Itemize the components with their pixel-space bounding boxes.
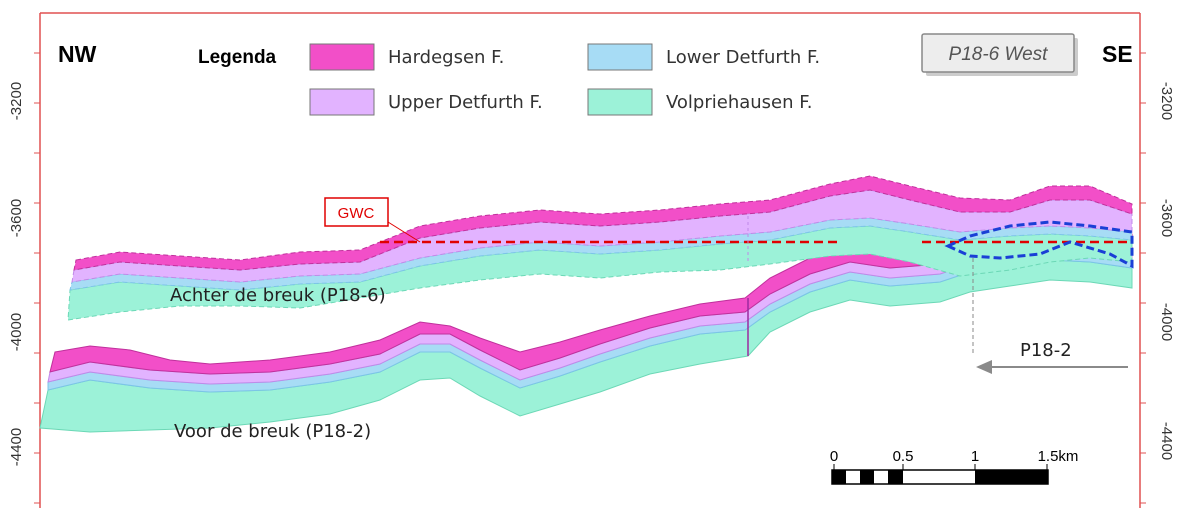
- left-tick-label: -3600: [8, 199, 25, 237]
- scale-tick-label: 0: [830, 448, 838, 465]
- gwc-callout-box: [324, 197, 389, 227]
- well-tag: P18-6 West: [921, 33, 1078, 76]
- p18-2-arrow-label: P18-2: [1020, 340, 1072, 361]
- legend-label-lower-detfurth: Lower Detfurth F.: [666, 47, 820, 68]
- se-label: SE: [1102, 41, 1133, 67]
- legend-label-upper-detfurth: Upper Detfurth F.: [388, 92, 543, 113]
- lower-block-label: Voor de breuk (P18-2): [174, 421, 371, 442]
- right-tick-label: -3600: [1158, 199, 1175, 237]
- legend-label-volpriehausen: Volpriehausen F.: [666, 92, 812, 113]
- gwc-callout-leader: [387, 221, 421, 243]
- gwc-label: GWC: [338, 205, 375, 222]
- legend-swatch-hardegsen: [309, 43, 375, 71]
- right-axis-ticks: [1140, 52, 1146, 504]
- right-tick-label: -4000: [1158, 303, 1175, 341]
- scale-bar: 0 0.5 1 1.5km: [830, 448, 1079, 485]
- scale-tick-label: 0.5: [893, 448, 914, 465]
- upper-hardegsen-layer: [73, 175, 1133, 271]
- left-tick-label: -4000: [8, 313, 25, 351]
- right-tick-label: -4400: [1158, 422, 1175, 460]
- legend-swatch-upper-detfurth: [309, 88, 375, 116]
- gwc-contact: GWC: [324, 197, 1132, 244]
- legend-swatch-volpriehausen: [587, 88, 653, 116]
- p18-2-arrow: [976, 360, 1128, 374]
- plot-frame: [39, 12, 1141, 508]
- nw-label: NW: [58, 41, 97, 67]
- legend-swatch-lower-detfurth: [587, 43, 653, 71]
- legend: Legenda Hardegsen F. Lower Detfurth F. U…: [198, 43, 820, 116]
- left-tick-label: -3200: [8, 82, 25, 120]
- legend-label-hardegsen: Hardegsen F.: [388, 47, 504, 68]
- legend-title: Legenda: [198, 47, 277, 68]
- well-tag-label: P18-6 West: [949, 44, 1049, 65]
- upper-block-label: Achter de breuk (P18-6): [170, 285, 386, 306]
- gas-closure-outline: [944, 220, 1134, 269]
- scale-tick-label: 1.5km: [1038, 448, 1079, 465]
- right-tick-label: -3200: [1158, 82, 1175, 120]
- left-tick-label: -4400: [8, 428, 25, 466]
- left-axis-ticks: [34, 52, 40, 504]
- scale-tick-label: 1: [971, 448, 979, 465]
